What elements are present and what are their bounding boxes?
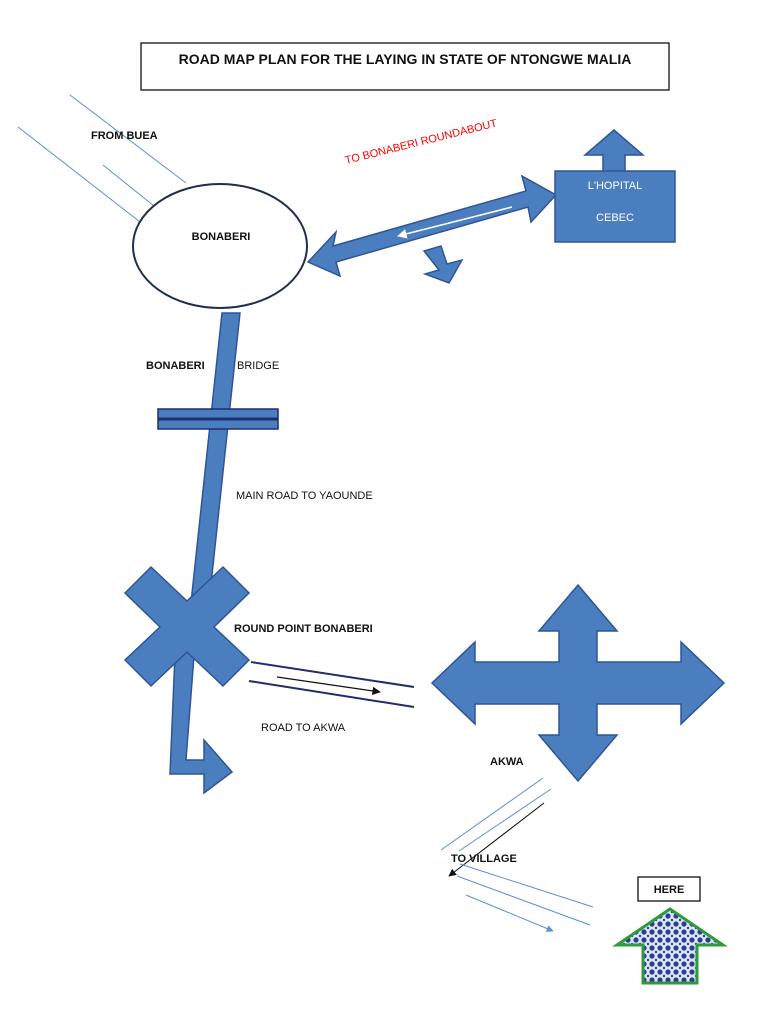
- page-title: ROAD MAP PLAN FOR THE LAYING IN STATE OF…: [179, 51, 632, 67]
- bridge-right-label: BRIDGE: [237, 360, 279, 372]
- roundabout-x-icon: [123, 565, 251, 688]
- here-label: HERE: [654, 884, 685, 896]
- bonaberi-roundabout: BONABERI: [132, 183, 308, 309]
- four-way-arrow-icon: [430, 583, 726, 783]
- hospital-road: [306, 174, 558, 284]
- akwa-label: AKWA: [490, 756, 524, 768]
- main-road: [169, 312, 241, 795]
- here-box: HERE: [637, 876, 701, 902]
- to-bonaberi-roundabout-label: TO BONABERI ROUNDABOUT: [344, 117, 499, 167]
- road-to-akwa-label: ROAD TO AKWA: [261, 722, 346, 734]
- main-road-label: MAIN ROAD TO YAOUNDE: [236, 490, 373, 502]
- round-point-label: ROUND POINT BONABERI: [234, 623, 373, 635]
- hospital-subname-label: CEBEC: [596, 212, 634, 224]
- to-village-lines: [440, 777, 594, 932]
- from-buea-label: FROM BUEA: [91, 130, 158, 142]
- bonaberi-label: BONABERI: [192, 231, 251, 243]
- hospital-building-icon: L'HOPITAL CEBEC: [554, 129, 676, 243]
- bridge-icon: [157, 408, 279, 430]
- here-up-arrow-icon: [612, 907, 728, 985]
- to-village-label: TO VILLAGE: [451, 853, 517, 865]
- road-to-akwa-lines: [248, 661, 415, 708]
- title-box: ROAD MAP PLAN FOR THE LAYING IN STATE OF…: [140, 42, 670, 91]
- hospital-name-label: L'HOPITAL: [588, 180, 642, 192]
- bridge-left-label: BONABERI: [146, 360, 205, 372]
